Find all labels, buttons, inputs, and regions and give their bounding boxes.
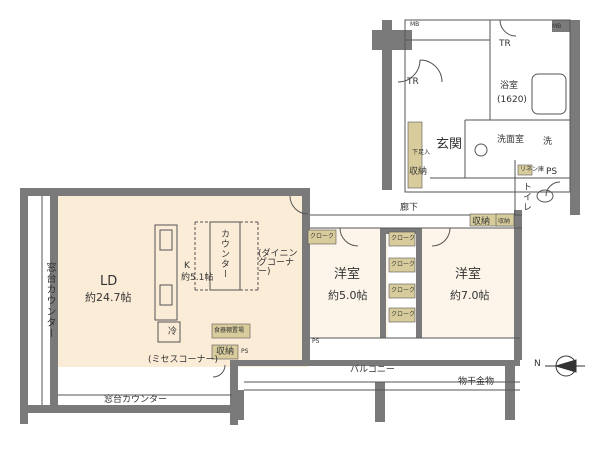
closet-w2-4-label: クローク <box>391 311 416 318</box>
bath-name: 浴室 <box>500 81 519 91</box>
storage-blocks <box>211 121 533 360</box>
linen-label: リネン庫 <box>520 166 545 173</box>
balcony-label: バルコニー <box>350 365 395 375</box>
western1-size: 約5.0帖 <box>328 289 368 302</box>
western2-size: 約7.0帖 <box>450 289 490 302</box>
mb-left-label: MB <box>410 21 420 28</box>
western1-name: 洋室 <box>334 267 361 282</box>
ps-w1-label: PS <box>312 338 320 345</box>
ld-name: LD <box>100 274 118 289</box>
tr-bath-label: TR <box>499 39 511 49</box>
ld-floor <box>58 195 308 367</box>
tr-entrance-label: TR <box>407 77 419 87</box>
hallway-label: 廊下 <box>400 203 419 213</box>
dish-storage-label: 食器棚置場 <box>214 327 245 334</box>
entrance-label: 玄関 <box>436 137 463 152</box>
western2-name: 洋室 <box>455 267 482 282</box>
washroom-label: 洗面室 <box>497 135 525 145</box>
misses-storage-label: 収納 <box>216 347 235 357</box>
dining-corner-label: (ダイニングコーナー) <box>258 249 298 277</box>
ps-toilet-label: PS <box>546 167 558 177</box>
hall-storage-label: 収納 <box>472 217 491 227</box>
kitchen-size: 約5.1帖 <box>181 273 214 283</box>
drying-hardware-label: 物干金物 <box>458 377 495 387</box>
window-counter-left: 窓台カウンター <box>44 262 55 339</box>
entrance-storage-label: 収納 <box>409 167 428 177</box>
window-counter-bottom: 窓台カウンター <box>104 395 168 405</box>
closet-w2-2-label: クローク <box>391 261 416 268</box>
north-label: N <box>534 359 541 369</box>
fridge-label: 冷 <box>168 327 178 337</box>
closet-w2-1-label: クローク <box>391 235 416 242</box>
ld-size: 約24.7帖 <box>85 291 132 304</box>
mb-right-label: MB <box>552 23 562 30</box>
closet-w1-label: クローク <box>310 233 335 240</box>
western1-floor <box>308 228 388 338</box>
interior-lines <box>41 19 571 405</box>
toilet-label: トイレ <box>521 182 531 212</box>
ps-ld-label: PS <box>241 348 249 355</box>
bath-size: (1620) <box>497 95 527 105</box>
walls <box>20 20 580 425</box>
hall-storage2-label: 収納 <box>498 218 511 225</box>
counter-label: カウンター <box>219 229 229 279</box>
closet-w2-3-label: クローク <box>391 287 416 294</box>
kitchen-name: K <box>184 261 190 271</box>
misses-corner-label: (ミセスコーナー) <box>148 355 219 365</box>
western2-floor <box>420 228 518 338</box>
shoe-storage-label: 下足入 <box>412 149 431 156</box>
north-compass <box>545 355 585 377</box>
wash-label: 洗 <box>543 137 553 147</box>
